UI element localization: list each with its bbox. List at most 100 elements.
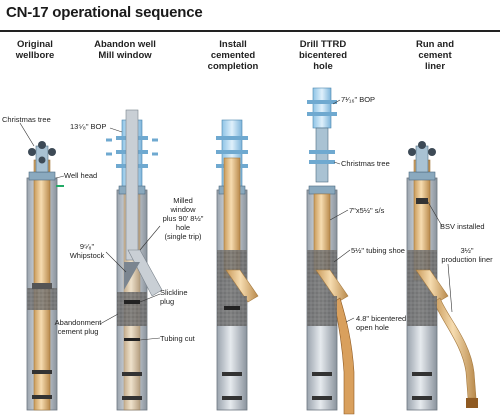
column-heading-line: bicentered bbox=[298, 50, 348, 61]
annotation-abandonment: Abandonment cement plug bbox=[50, 318, 106, 336]
annotation-line: plug bbox=[160, 297, 175, 306]
column-heading-original-wellbore: Original wellbore bbox=[0, 39, 80, 61]
christmas-tree bbox=[415, 145, 429, 173]
packer-element bbox=[222, 396, 242, 400]
completion-kickoff bbox=[415, 269, 449, 303]
packer-element bbox=[32, 395, 52, 399]
tree-valve-icon bbox=[38, 141, 46, 149]
packer-element bbox=[32, 370, 52, 374]
column-heading-line: Run and bbox=[416, 39, 454, 50]
column-heading-run-cement-liner: Run and cement liner bbox=[390, 39, 480, 72]
annotation-line: 3½" bbox=[460, 246, 474, 255]
column-heading-line: cemented bbox=[210, 50, 256, 61]
packer bbox=[27, 288, 57, 310]
leader-line bbox=[447, 263, 453, 313]
cement-plug bbox=[117, 292, 147, 326]
packer-element bbox=[122, 396, 142, 400]
slickline-plug bbox=[124, 300, 140, 304]
title-bar: CN-17 operational sequence bbox=[0, 0, 500, 32]
packer-element bbox=[412, 372, 432, 376]
annotation-line: Whipstock bbox=[69, 251, 105, 260]
annotation-production-liner: 3½" production liner bbox=[436, 246, 498, 264]
tree-valve-icon bbox=[428, 148, 436, 156]
tree-valve-icon bbox=[48, 148, 56, 156]
annotation-line: plus 90' 8½" bbox=[162, 214, 204, 223]
milled-window-leg bbox=[127, 249, 163, 297]
leader-line bbox=[55, 175, 65, 179]
leader-line bbox=[139, 293, 161, 303]
mill-string bbox=[125, 109, 139, 261]
leader-line bbox=[333, 249, 351, 263]
annotation-slickline: Slickline plug bbox=[160, 288, 188, 306]
annotation-milled-window: Milled window plus 90' 8½" hole (single … bbox=[158, 196, 208, 241]
bop-ram bbox=[307, 112, 337, 116]
tree-valve-icon bbox=[38, 156, 46, 164]
leader-lines bbox=[19, 99, 453, 341]
leader-line bbox=[427, 201, 443, 227]
annotation-christmas-tree: Christmas tree bbox=[2, 115, 51, 124]
leader-line bbox=[329, 209, 349, 221]
annotation-line: 9⁵⁄₈" bbox=[79, 242, 95, 251]
annotation-bop-7: 7¹⁄₁₆" BOP bbox=[341, 95, 376, 104]
page-title: CN-17 operational sequence bbox=[6, 4, 203, 21]
bop-ram bbox=[216, 150, 248, 154]
wellhead bbox=[408, 171, 436, 181]
cement-plug bbox=[217, 296, 247, 326]
well-column-5 bbox=[406, 141, 478, 411]
wellhead bbox=[28, 171, 56, 181]
tree-valve bbox=[309, 160, 335, 164]
annotation-line: hole bbox=[175, 223, 191, 232]
completion-kickoff bbox=[225, 269, 259, 303]
column-heading-line: Abandon well bbox=[94, 39, 156, 50]
column-heading-line: wellbore bbox=[15, 50, 55, 61]
leader-line bbox=[333, 161, 341, 165]
christmas-tree bbox=[315, 127, 329, 183]
well-column-4 bbox=[306, 87, 355, 415]
bsv-valve bbox=[416, 198, 428, 204]
tubing-cut bbox=[124, 338, 140, 341]
leader-line bbox=[139, 337, 161, 341]
leader-line bbox=[345, 317, 355, 323]
tree-valve-icon bbox=[408, 148, 416, 156]
annotation-whipstock: 9⁵⁄₈" Whipstock bbox=[66, 242, 108, 260]
column-heading-line: hole bbox=[313, 61, 333, 72]
packer-element bbox=[312, 396, 332, 400]
column-heading-line: liner bbox=[424, 61, 446, 72]
column-heading-line: Mill window bbox=[98, 50, 152, 61]
tree-valve bbox=[309, 150, 335, 154]
annotation-well-head: Well head bbox=[64, 171, 98, 180]
completion-kickoff bbox=[315, 269, 349, 303]
bop-stack-small bbox=[312, 87, 332, 129]
cement-plug bbox=[407, 296, 437, 326]
whipstock bbox=[124, 262, 140, 290]
slickline-plug bbox=[224, 306, 240, 310]
cement-plug bbox=[307, 296, 337, 326]
leader-line bbox=[332, 99, 341, 105]
column-heading-abandon-well: Abandon well Mill window bbox=[80, 39, 170, 61]
annotation-bsv: BSV installed bbox=[440, 222, 485, 231]
annotation-line: Milled bbox=[173, 196, 193, 205]
well-column-3 bbox=[216, 119, 259, 411]
well-column-1 bbox=[26, 141, 64, 411]
annotation-line: Abandonment bbox=[54, 318, 102, 327]
annotation-tubing-cut: Tubing cut bbox=[160, 334, 195, 343]
bop-ram bbox=[307, 100, 337, 104]
leader-line bbox=[105, 251, 127, 273]
column-heading-line: Drill TTRD bbox=[299, 39, 347, 50]
annotation-line: Slickline bbox=[160, 288, 188, 297]
column-heading-line: Install bbox=[219, 39, 247, 50]
column-heading-line: completion bbox=[207, 61, 259, 72]
annotation-line: window bbox=[170, 205, 196, 214]
annotation-line: 4.8" bicentered bbox=[356, 314, 407, 323]
wellhead bbox=[308, 185, 336, 195]
packer-element bbox=[412, 396, 432, 400]
leader-line bbox=[139, 225, 161, 251]
packer-element bbox=[122, 372, 142, 376]
annotation-line: cement plug bbox=[57, 327, 99, 336]
leader-line bbox=[109, 127, 123, 133]
liner-shoe bbox=[466, 398, 478, 408]
annotation-line: production liner bbox=[441, 255, 493, 264]
annotation-bop-13: 13⁵⁄₈" BOP bbox=[70, 122, 107, 131]
annotation-line: (single trip) bbox=[164, 232, 202, 241]
